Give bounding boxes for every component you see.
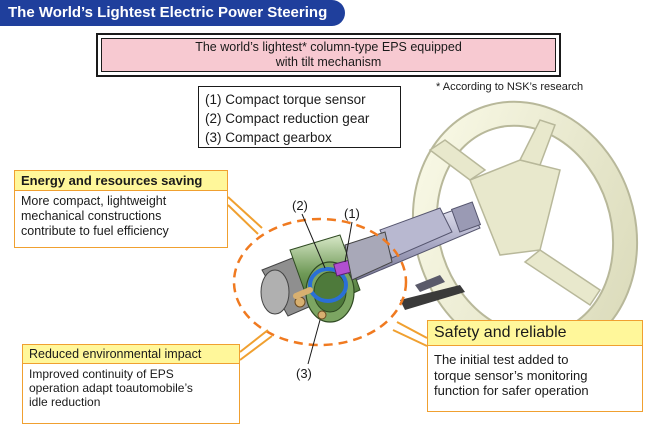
callout-environment-heading: Reduced environmental impact [23, 345, 239, 364]
callout-safety-line: function for safer operation [434, 383, 589, 398]
connector-lines [227, 196, 428, 361]
feature-item-torque-sensor: (1) Compact torque sensor [205, 92, 366, 107]
banner-line-1: The world’s lightest* column-type EPS eq… [195, 40, 462, 54]
callout-energy-heading: Energy and resources saving [15, 171, 227, 191]
callout-safety-line: The initial test added to [434, 352, 569, 367]
callout-environment: Reduced environmental impact Improved co… [22, 344, 240, 424]
headline-banner: The world’s lightest* column-type EPS eq… [96, 33, 561, 77]
page-title: The World’s Lightest Electric Power Stee… [0, 0, 345, 26]
leader-lines [301, 213, 353, 365]
feature-item-reduction-gear: (2) Compact reduction gear [205, 111, 370, 126]
callout-energy-body: More compact, lightweight mechanical con… [15, 191, 227, 242]
feature-list: (1) Compact torque sensor (2) Compact re… [198, 86, 401, 148]
callout-environment-body: Improved continuity of EPS operation ada… [23, 364, 239, 412]
callout-safety-heading: Safety and reliable [428, 321, 642, 346]
motor-gearbox-icon [260, 231, 393, 323]
highlight-ellipse [232, 217, 408, 347]
research-footnote: * According to NSK’s research [436, 81, 584, 93]
headline-banner-inner: The world’s lightest* column-type EPS eq… [101, 38, 556, 72]
part-label-1: (1) [344, 206, 360, 221]
callout-energy-line: mechanical constructions [21, 209, 162, 223]
part-label-2: (2) [292, 198, 308, 213]
feature-item-gearbox: (3) Compact gearbox [205, 130, 332, 145]
callout-environment-line: operation adapt toautomobile’s [29, 381, 193, 395]
callout-energy-saving: Energy and resources saving More compact… [14, 170, 228, 248]
callout-safety-line: torque sensor’s monitoring [434, 367, 588, 383]
callout-safety-body: The initial test added to torque sensor’… [428, 346, 642, 402]
callout-environment-line: Improved continuity of EPS [29, 367, 174, 381]
banner-line-2: with tilt mechanism [275, 55, 382, 69]
callout-environment-line: idle reduction [29, 395, 101, 409]
callout-energy-line: More compact, lightweight [21, 194, 167, 208]
part-label-3: (3) [296, 366, 312, 381]
callout-safety: Safety and reliable The initial test add… [427, 320, 643, 412]
callout-energy-line: contribute to fuel efficiency [21, 224, 169, 238]
